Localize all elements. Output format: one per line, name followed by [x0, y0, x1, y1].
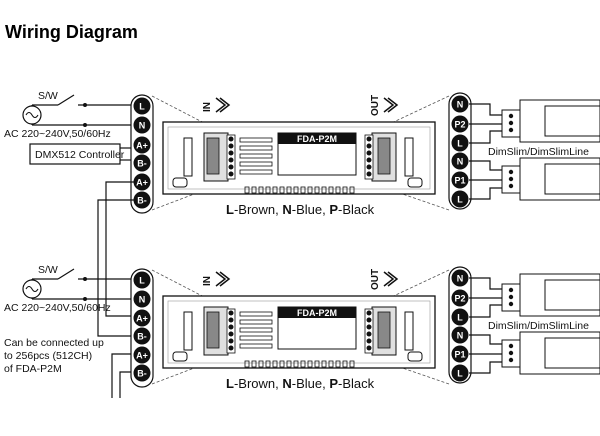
unit-2: S/W AC 220~240V,50/60Hz Can be connected… [4, 264, 600, 391]
capacity-note-line: of FDA-P2M [4, 363, 62, 375]
out-arrow-icon [383, 97, 399, 113]
capacity-note-line: to 256pcs (512CH) [4, 350, 92, 362]
lamp-connector [501, 283, 521, 368]
output-terminal: N [457, 157, 464, 167]
device-model-label: FDA-P2M [297, 134, 337, 144]
lamp-label: DimSlim/DimSlimLine [488, 320, 589, 332]
input-terminal: L [139, 276, 145, 286]
in-arrow-icon [215, 97, 231, 113]
switch-label: S/W [38, 90, 58, 102]
input-terminal: N [139, 295, 146, 305]
output-terminal: P2 [454, 294, 465, 304]
output-terminal-block: N P2 L N P1 L [448, 266, 472, 384]
page-title: Wiring Diagram [5, 22, 138, 42]
switch-symbol [57, 268, 87, 301]
input-terminal: A+ [136, 141, 148, 151]
output-terminal: L [457, 369, 463, 379]
dimslim-lamp [519, 273, 600, 375]
dmx-controller-label: DMX512 Controller [35, 149, 125, 161]
input-terminal: L [139, 102, 145, 112]
fda-p2m-device: FDA-P2M [162, 295, 436, 369]
output-terminal: P1 [454, 350, 465, 360]
output-terminal: L [457, 195, 463, 205]
input-terminal: A+ [136, 314, 148, 324]
input-terminal-block: L N A+ B- A+ B- [130, 94, 154, 214]
in-label: IN [202, 102, 213, 112]
lamp-connector [501, 109, 521, 194]
in-arrow-icon [215, 271, 231, 287]
input-terminal: A+ [136, 351, 148, 361]
device-model-label: FDA-P2M [297, 308, 337, 318]
unit-1: S/W AC 220~240V,50/60Hz DMX512 Controlle… [4, 90, 600, 217]
ac-supply-label: AC 220~240V,50/60Hz [4, 302, 111, 314]
switch-symbol [57, 94, 87, 127]
input-terminal: B- [137, 196, 147, 206]
lamp-label: DimSlim/DimSlimLine [488, 146, 589, 158]
output-terminal: P2 [454, 120, 465, 130]
capacity-note-line: Can be connected up [4, 337, 104, 349]
ac-supply-label: AC 220~240V,50/60Hz [4, 128, 111, 140]
input-terminal: B- [137, 159, 147, 169]
dmx-daisy-chain [97, 181, 134, 398]
out-label: OUT [370, 269, 381, 290]
input-terminal-block: L N A+ B- A+ B- [130, 268, 154, 388]
in-label: IN [202, 276, 213, 286]
output-terminal: L [457, 139, 463, 149]
output-terminal: P1 [454, 176, 465, 186]
output-terminal: N [457, 331, 464, 341]
wire-color-legend: L-Brown, N-Blue, P-Black [226, 376, 375, 391]
input-terminal: A+ [136, 178, 148, 188]
out-arrow-icon [383, 271, 399, 287]
wire-color-legend: L-Brown, N-Blue, P-Black [226, 202, 375, 217]
out-label: OUT [370, 95, 381, 116]
switch-label: S/W [38, 264, 58, 276]
fda-p2m-device: FDA-P2M [162, 121, 436, 195]
input-terminal: N [139, 121, 146, 131]
dimslim-lamp [519, 99, 600, 201]
output-terminal-block: N P2 L N P1 L [448, 92, 472, 210]
output-terminal: N [457, 100, 464, 110]
dmx-controller-box [29, 143, 121, 165]
output-terminal: N [457, 274, 464, 284]
output-terminal: L [457, 313, 463, 323]
input-terminal: B- [137, 332, 147, 342]
input-terminal: B- [137, 369, 147, 379]
